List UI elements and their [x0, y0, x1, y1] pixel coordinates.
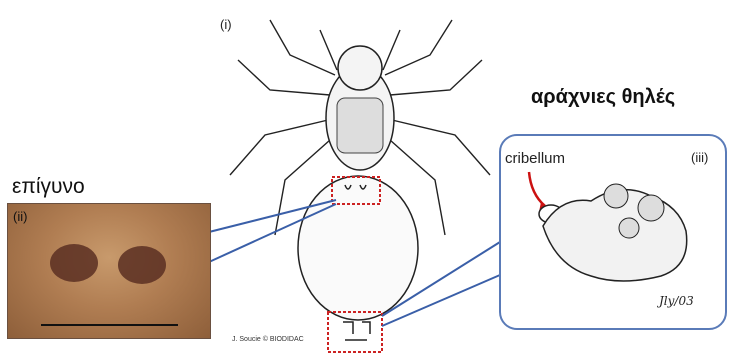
epigyne-dark-spot-left — [50, 244, 98, 282]
epigyne-photo-panel: (ii) — [7, 203, 211, 339]
image-credit: J. Soucie © BIODIDAC — [232, 336, 304, 343]
spinneret-center — [619, 218, 639, 238]
scale-bar — [41, 324, 178, 326]
epigyne-dark-spot-right — [118, 246, 166, 284]
panel-i-label: (i) — [220, 17, 232, 32]
artist-signature: Jly/03 — [659, 294, 694, 308]
cribellum-arrow — [529, 172, 545, 206]
spinnerets-marks — [343, 322, 370, 340]
female-spiders-title: αράχνιες θηλές — [531, 86, 675, 109]
spinneret-right — [638, 195, 664, 221]
sternum-texture — [337, 98, 383, 153]
spider-head — [338, 46, 382, 90]
spider-abdomen — [298, 176, 418, 320]
panel-ii-label: (ii) — [13, 209, 27, 224]
spinnerets-panel: cribellum (iii) Jly/03 — [499, 134, 727, 330]
epigyne-title: επίγυνο — [12, 175, 85, 199]
spinneret-top — [604, 184, 628, 208]
